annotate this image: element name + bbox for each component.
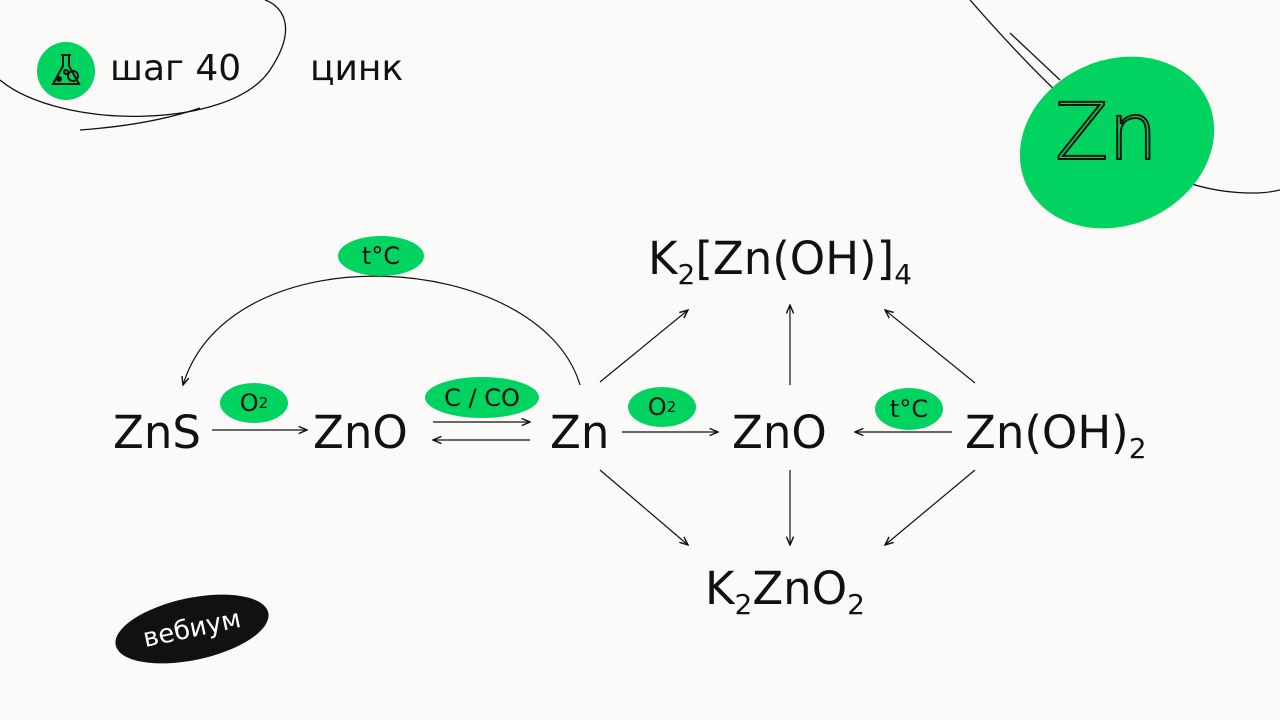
brand-logo-text: вебиум bbox=[140, 604, 244, 654]
flask-icon bbox=[37, 42, 95, 100]
element-symbol: Zn bbox=[1054, 87, 1159, 179]
formula-part: O bbox=[647, 393, 667, 421]
formula-part: K bbox=[648, 232, 678, 285]
condition-heat-right: t°C bbox=[875, 388, 943, 430]
formula-part: K bbox=[705, 562, 735, 615]
formula-subscript: 2 bbox=[1128, 432, 1147, 465]
decor-curve bbox=[1009, 32, 1061, 81]
node-complex: K2[Zn(OH)]4 bbox=[648, 236, 912, 289]
step-label: шаг 40 bbox=[110, 48, 242, 89]
node-zincate: K2ZnO2 bbox=[705, 566, 865, 619]
formula-part: O bbox=[239, 389, 259, 417]
arrow-znoh2-complex bbox=[885, 310, 976, 384]
arrow-zn-zincate bbox=[599, 469, 688, 545]
condition-c-co: C / CO bbox=[425, 377, 539, 418]
node-zn-oh-2: Zn(OH)2 bbox=[965, 410, 1147, 463]
formula-subscript: 4 bbox=[894, 258, 913, 291]
formula-part: ZnO bbox=[752, 562, 848, 615]
node-zn: Zn bbox=[550, 406, 610, 459]
node-zno-2: ZnO bbox=[732, 406, 827, 459]
node-zns: ZnS bbox=[113, 406, 201, 459]
condition-heat-top: t°C bbox=[338, 236, 424, 276]
formula-part: Zn(OH) bbox=[965, 406, 1129, 459]
node-zno: ZnO bbox=[313, 406, 408, 459]
arrow-arc-zn-zns bbox=[183, 275, 581, 385]
decor-curve bbox=[0, 0, 287, 117]
formula-subscript: 2 bbox=[847, 588, 865, 621]
formula-subscript: 2 bbox=[677, 258, 696, 291]
arrow-znoh2-zincate bbox=[885, 469, 976, 545]
arrow-zn-complex bbox=[599, 310, 688, 383]
formula-part: [Zn(OH)] bbox=[695, 232, 895, 285]
topic-title: цинк bbox=[310, 48, 404, 89]
decor-curve bbox=[79, 107, 201, 131]
formula-subscript: 2 bbox=[734, 588, 753, 621]
